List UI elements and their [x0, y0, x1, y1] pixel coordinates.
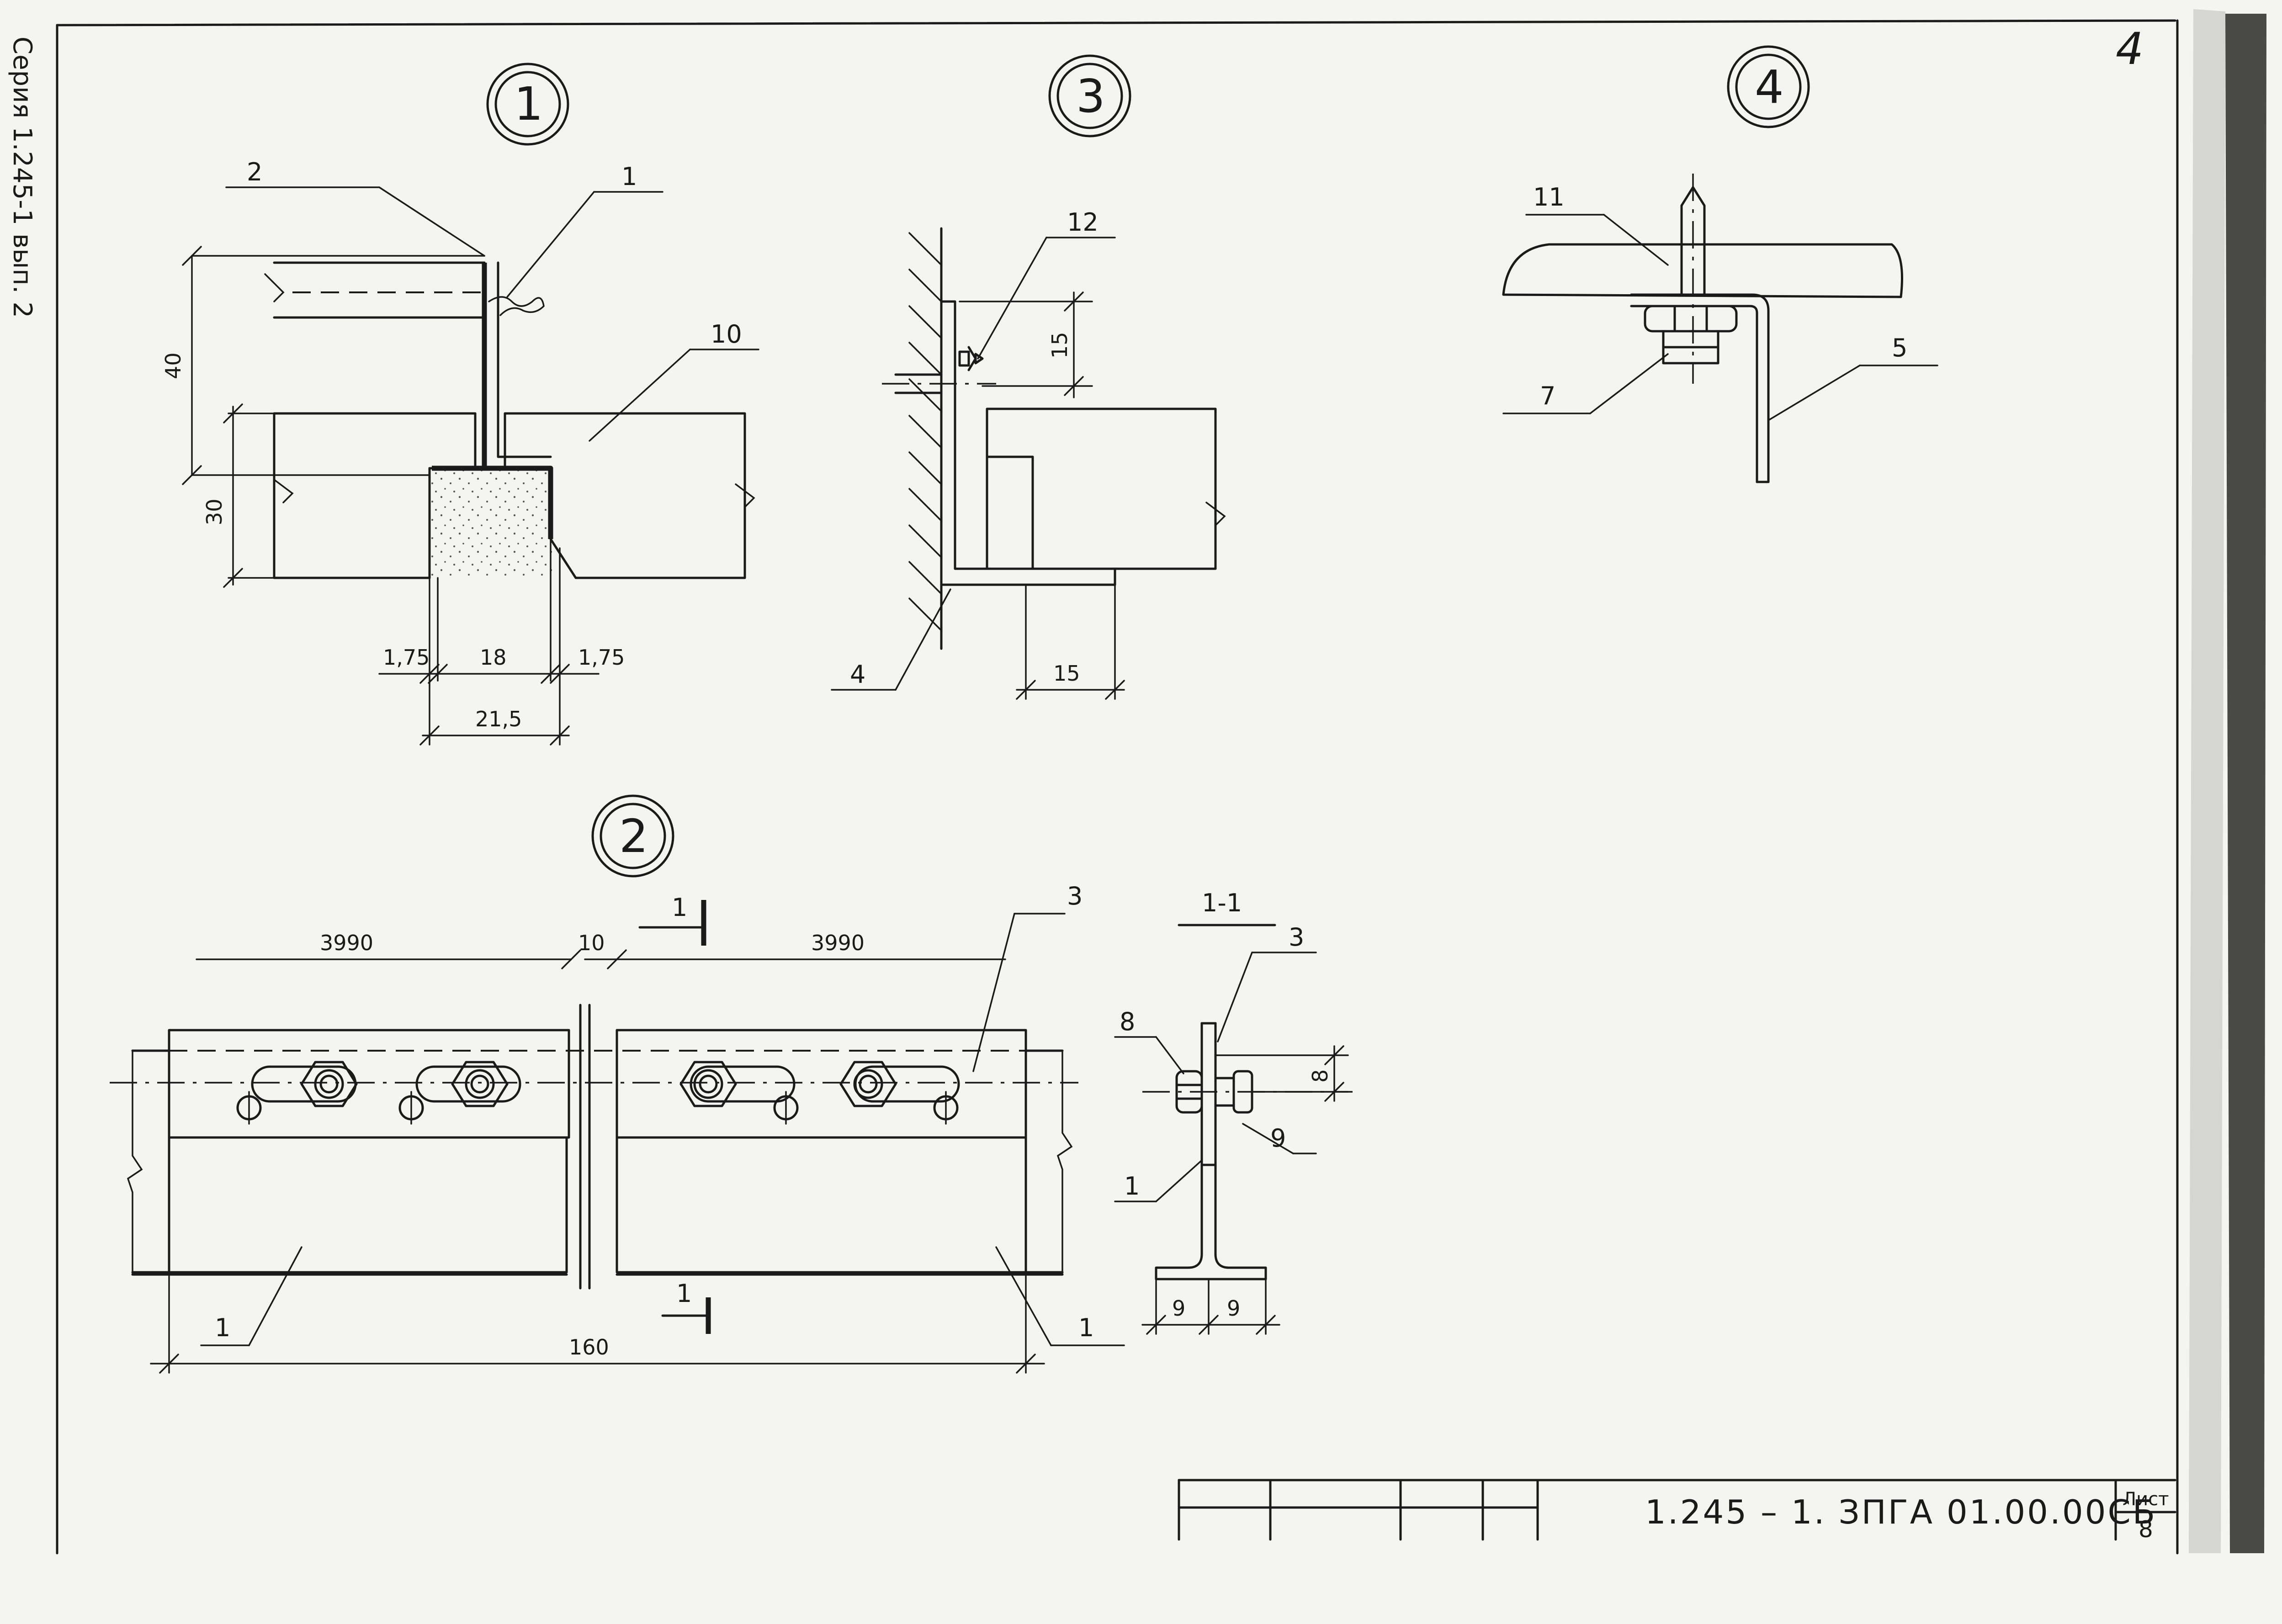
view-3-marker-number: 3 [1076, 69, 1105, 123]
view-2-callout-1-right: 1 [1078, 1313, 1094, 1342]
slot-nut-2 [398, 1061, 521, 1125]
insulation-slab-middle [430, 468, 555, 578]
view-4-callout-5: 5 [1892, 333, 1907, 362]
view-1-marker-number: 1 [514, 77, 543, 131]
drawing-frame [56, 9, 2266, 1555]
section-callout-1: 1 [1124, 1172, 1140, 1201]
view-2-dim-160: 160 [569, 1335, 609, 1360]
section-mark-bottom-label: 1 [676, 1279, 692, 1308]
nut [1644, 305, 1738, 365]
view-3-callout-4: 4 [850, 660, 865, 689]
concrete-slab [1502, 243, 1903, 298]
view-4-callout-11: 11 [1533, 183, 1565, 212]
view-1-dim-40: 40 [161, 352, 186, 379]
slot-nut-1 [236, 1061, 358, 1125]
view-3: 3 [831, 54, 1226, 700]
title-block: 1.245 – 1. ЗПГА 01.00.00СБ Лист 8 [1178, 1479, 2176, 1543]
view-3-dim-15-horizontal: 15 [1053, 661, 1080, 686]
section-dim-9-right: 9 [1227, 1296, 1240, 1321]
section-dim-8: 8 [1308, 1069, 1332, 1083]
top-profile [273, 261, 486, 319]
section-callout-3: 3 [1289, 923, 1304, 952]
sheet-number: 8 [2139, 1516, 2153, 1543]
t-section-profile [1155, 1022, 1267, 1280]
view-1-marker: 1 [486, 63, 569, 146]
view-4-marker-number: 4 [1755, 60, 1784, 114]
view-3-callout-12: 12 [1067, 208, 1099, 237]
profile-left [127, 1029, 570, 1276]
view-2-callout-1-left: 1 [215, 1313, 230, 1342]
page-number: 4 [2116, 23, 2144, 74]
view-1: 1 2 1 [161, 63, 759, 746]
section-1-1-title: 1-1 [1202, 889, 1242, 917]
view-4-callout-7: 7 [1540, 381, 1555, 410]
view-1-dim-1-75-left: 1,75 [383, 645, 430, 670]
view-2-callout-3: 3 [1067, 882, 1083, 910]
slot-nut-3 [679, 1061, 799, 1125]
view-3-insulation-slab [986, 407, 1217, 570]
section-mark-bottom: 1 [661, 1279, 711, 1334]
side-stamp-text: Серия 1.245-1 вып. 2 [7, 37, 37, 318]
section-callout-9: 9 [1270, 1124, 1286, 1153]
section-mark-top: 1 [638, 893, 706, 946]
view-2-dim-3990-right: 3990 [811, 931, 865, 955]
view-2-dim-3990-left: 3990 [320, 931, 373, 955]
section-callout-8: 8 [1120, 1007, 1135, 1036]
view-2: 2 1 1 [110, 794, 1125, 1374]
view-1-callout-10: 10 [711, 320, 742, 349]
view-4: 4 11 7 5 [1502, 45, 1938, 483]
view-1-callout-2: 2 [247, 158, 262, 186]
anchor-bolt [1680, 174, 1706, 384]
z-profile [432, 263, 553, 539]
view-1-dim-30: 30 [202, 498, 227, 525]
section-1-1: 1-1 3 8 9 1 8 [1114, 889, 1353, 1335]
view-1-dim-18: 18 [480, 645, 507, 670]
section-mark-top-label: 1 [672, 893, 687, 922]
view-2-marker: 2 [591, 794, 674, 878]
view-1-dim-1-75-right: 1,75 [578, 645, 625, 670]
wall-hatching [908, 232, 942, 631]
view-3-marker: 3 [1048, 54, 1131, 138]
view-1-callout-1: 1 [621, 162, 637, 191]
view-1-dim-21-5: 21,5 [475, 707, 522, 731]
wire-tie [488, 296, 545, 316]
dowel-bolt [882, 346, 996, 394]
view-2-marker-number: 2 [619, 809, 648, 863]
profile-right [616, 1029, 1073, 1276]
section-dim-9-left: 9 [1172, 1296, 1185, 1321]
l-bracket [940, 300, 1116, 586]
angle-bracket [1630, 293, 1770, 483]
plate-3 [1200, 1022, 1217, 1166]
sheet-label: Лист [2123, 1489, 2169, 1510]
side-stamp: Серия 1.245-1 вып. 2 [7, 37, 37, 318]
drawing-code: 1.245 – 1. ЗПГА 01.00.00СБ [1645, 1493, 2157, 1531]
view-3-dim-15-vertical: 15 [1047, 332, 1072, 359]
slot-nut-4 [839, 1061, 960, 1125]
view-2-dim-10: 10 [578, 931, 605, 955]
view-4-marker: 4 [1727, 45, 1810, 128]
